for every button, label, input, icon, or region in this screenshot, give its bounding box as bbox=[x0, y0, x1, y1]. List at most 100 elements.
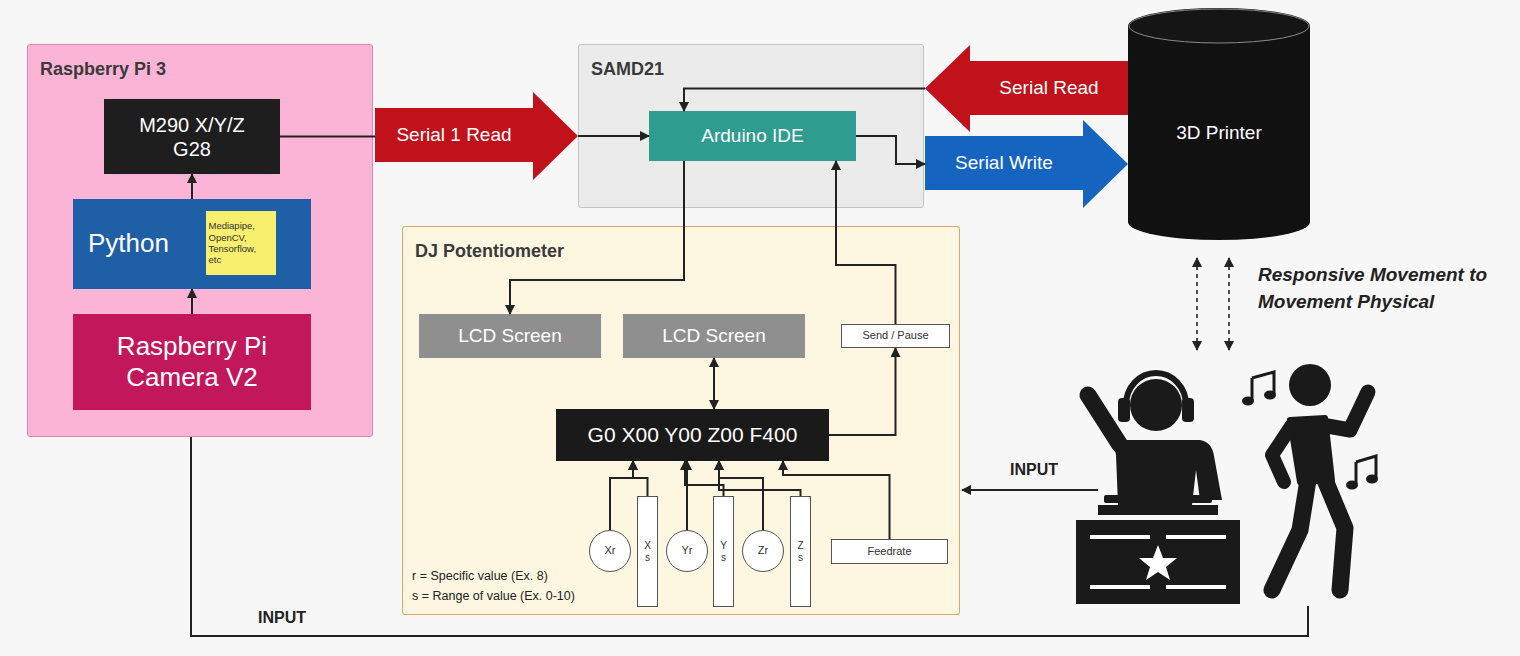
connector bbox=[713, 358, 715, 409]
lcd-screen: LCD Screen bbox=[419, 314, 601, 358]
headphone-band bbox=[1126, 373, 1186, 405]
node-label: Xr bbox=[605, 544, 616, 557]
headphone-cup bbox=[1182, 398, 1194, 422]
python-box: Python Mediapipe, OpenCV, Tensorflow, etc bbox=[73, 199, 311, 289]
gcode-display: G0 X00 Y00 Z00 F400 bbox=[556, 409, 829, 461]
arrow-body bbox=[925, 120, 1128, 208]
connector bbox=[686, 461, 688, 530]
connector bbox=[719, 461, 763, 530]
connector bbox=[856, 136, 925, 164]
dancer-arm bbox=[1272, 425, 1292, 482]
node-label: Serial Read bbox=[999, 77, 1098, 100]
table-stripe bbox=[1166, 585, 1226, 589]
node-label: Zr bbox=[758, 544, 768, 557]
connector bbox=[685, 461, 724, 496]
input-wire bbox=[962, 489, 1098, 491]
slider: Y s bbox=[713, 496, 734, 607]
dj-deck-top bbox=[1098, 505, 1218, 515]
dancer-figure bbox=[1272, 364, 1368, 590]
connector bbox=[610, 461, 633, 530]
connector bbox=[719, 461, 801, 496]
samd21-panel: SAMD21Arduino IDE bbox=[578, 44, 924, 208]
node-label: X s bbox=[643, 540, 653, 564]
node-label: Yr bbox=[682, 544, 693, 557]
serial-arrow: Serial Write bbox=[925, 120, 1128, 208]
connector bbox=[836, 161, 896, 324]
rotary-knob: Zr bbox=[742, 530, 784, 572]
dotted-arrow bbox=[1228, 258, 1230, 350]
node-label: Serial 1 Read bbox=[396, 124, 511, 147]
dj-figure bbox=[1076, 373, 1240, 604]
arrow-body bbox=[925, 45, 1128, 132]
node-label: Mediapipe, OpenCV, Tensorflow, etc bbox=[209, 220, 267, 266]
panel-title: Raspberry Pi 3 bbox=[40, 59, 166, 80]
feedrate-button: Feedrate bbox=[831, 539, 948, 564]
table-stripe bbox=[1166, 535, 1226, 539]
dancer-head bbox=[1289, 364, 1331, 406]
dj-table bbox=[1076, 520, 1240, 604]
table-stripe bbox=[1090, 585, 1150, 589]
connector bbox=[510, 161, 684, 314]
dancer-arm bbox=[1322, 392, 1368, 430]
node-label: Y s bbox=[719, 540, 729, 564]
connector bbox=[280, 136, 375, 138]
node-label: 3D Printer bbox=[1176, 122, 1262, 145]
legend-note: s = Range of value (Ex. 0-10) bbox=[412, 589, 575, 603]
node-label: Feedrate bbox=[867, 545, 911, 558]
node-label: Arduino IDE bbox=[701, 125, 803, 148]
gcode-box: M290 X/Y/Z G28 bbox=[104, 99, 280, 174]
rotary-knob: Xr bbox=[589, 530, 631, 572]
node-label: LCD Screen bbox=[458, 325, 562, 348]
panel-title: SAMD21 bbox=[591, 59, 664, 80]
node-label: Raspberry Pi Camera V2 bbox=[82, 331, 302, 393]
connector bbox=[684, 89, 925, 112]
cylinder-body bbox=[1128, 8, 1310, 240]
connector bbox=[191, 174, 193, 199]
legend-note: r = Specific value (Ex. 8) bbox=[412, 569, 548, 583]
serial-arrow: Serial 1 Read bbox=[375, 92, 578, 180]
music-note bbox=[1346, 456, 1378, 490]
input-label: INPUT bbox=[258, 609, 306, 627]
star bbox=[1139, 545, 1177, 580]
printer-cylinder: 3D Printer bbox=[1128, 8, 1310, 240]
dj-arm bbox=[1088, 395, 1120, 445]
slider: Z s bbox=[790, 496, 811, 607]
sticky-note: Mediapipe, OpenCV, Tensorflow, etc bbox=[206, 211, 276, 275]
send-pause-button: Send / Pause bbox=[841, 324, 950, 348]
node-label: M290 X/Y/Z G28 bbox=[122, 113, 262, 161]
turntable bbox=[1104, 495, 1144, 503]
camera-box: Raspberry Pi Camera V2 bbox=[73, 314, 311, 410]
slider: X s bbox=[637, 496, 658, 607]
node-label: Serial Write bbox=[955, 152, 1053, 175]
raspberry-pi-panel: Raspberry Pi 3 M290 X/Y/Z G28Python Mediap… bbox=[27, 44, 373, 437]
dancer-leg bbox=[1325, 480, 1345, 590]
node-label: Python bbox=[88, 228, 169, 259]
potentiometer-panel: DJ PotentiometerLCD Screen LCD Screen Send… bbox=[402, 226, 960, 615]
node-label: G0 X00 Y00 Z00 F400 bbox=[588, 422, 798, 447]
arduino-box: Arduino IDE bbox=[649, 111, 856, 161]
dancer-leg bbox=[1272, 480, 1308, 590]
connector bbox=[633, 461, 648, 496]
node-label: LCD Screen bbox=[662, 325, 766, 348]
dotted-arrow bbox=[1196, 258, 1198, 350]
cylinder-top bbox=[1129, 9, 1309, 43]
node-label: Z s bbox=[796, 540, 806, 564]
table-stripe bbox=[1090, 535, 1150, 539]
music-note bbox=[1242, 372, 1276, 406]
connector bbox=[191, 289, 193, 314]
annotation: Responsive Movement to Movement Physical bbox=[1258, 262, 1508, 315]
arrow-body bbox=[375, 92, 578, 180]
headphone-cup bbox=[1118, 398, 1130, 422]
connector bbox=[783, 461, 890, 539]
connector bbox=[829, 348, 896, 435]
node-label: Send / Pause bbox=[862, 329, 928, 342]
input-label: INPUT bbox=[1010, 461, 1058, 479]
lcd-screen: LCD Screen bbox=[623, 314, 805, 358]
serial-arrow: Serial Read bbox=[925, 45, 1128, 132]
connector bbox=[578, 135, 649, 137]
rotary-knob: Yr bbox=[666, 530, 708, 572]
panel-title: DJ Potentiometer bbox=[415, 241, 564, 262]
dj-head bbox=[1130, 379, 1182, 431]
turntable bbox=[1172, 495, 1212, 503]
